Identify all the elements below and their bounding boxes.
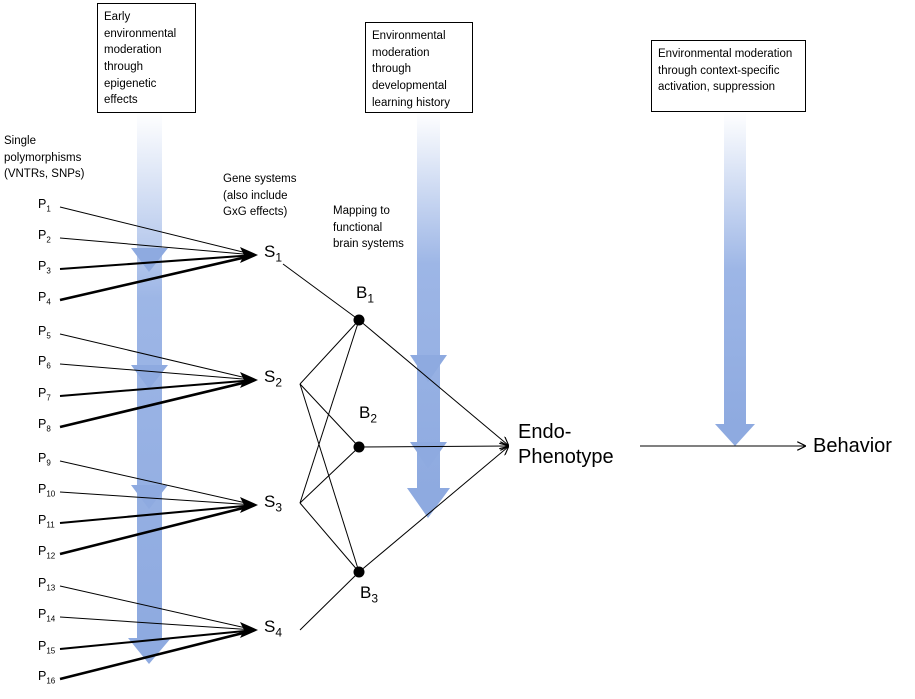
developmental-arrow [407,112,450,518]
single-polymorphisms-line-3: (VNTRs, SNPs) [4,168,85,181]
polymorphism-label-2: P2 [38,228,51,245]
gene-system-label-1: S1 [264,242,283,265]
polymorphism-label-5: P5 [38,324,51,341]
polymorphism-label-3: P3 [38,259,51,276]
developmental-box: Environmental moderation through develop… [365,22,473,113]
polymorphism-label-4: P4 [38,290,51,307]
polymorphism-label-16: P16 [38,669,56,686]
brain-node-1 [353,314,365,326]
single-polymorphisms-label: Single polymorphisms (VNTRs, SNPs) [4,133,85,183]
brain-system-label-2: B2 [359,403,378,426]
polymorphism-label-8: P8 [38,417,51,434]
context-box: Environmental moderation through context… [651,40,806,112]
mapping-line-1: Mapping to [333,205,390,217]
polymorphism-label-7: P7 [38,386,51,403]
mapping-line-2: functional [333,221,383,234]
mapping-label: Mapping to functional brain systems [333,203,404,253]
gene-systems-line-1: Gene systems [223,173,297,185]
polymorphism-label-1: P1 [38,197,51,214]
gene-system-label-2: S2 [264,367,283,390]
epigenetic-arrow [128,112,171,664]
endophenotype-line-1: Endo- [518,421,572,443]
polymorphism-label-14: P14 [38,607,56,624]
gene-systems-line-2: (also include [223,189,288,202]
gene-system-label-3: S3 [264,492,283,515]
brain-endophenotype-links [358,319,508,573]
brain-system-label-1: B1 [356,283,375,306]
polymorphism-label-15: P15 [38,639,56,656]
brain-node-3 [353,566,365,578]
brain-system-label-3: B3 [360,583,379,606]
mapping-line-3: brain systems [333,238,404,251]
behavior-label: Behavior [813,435,892,457]
gene-systems-line-3: GxG effects) [223,206,288,219]
polymorphism-label-6: P6 [38,354,51,371]
brain-node-2 [353,441,365,453]
polymorphism-label-12: P12 [38,544,56,561]
polymorphism-label-10: P10 [38,482,56,499]
gene-brain-links [282,263,360,631]
polymorphism-links [59,206,256,681]
single-polymorphisms-line-2: polymorphisms [4,151,82,164]
epigenetic-box: Early environmental moderation through e… [97,3,196,113]
gene-system-label-4: S4 [264,617,283,640]
gene-systems-label: Gene systems (also include GxG effects) [223,171,297,221]
polymorphism-label-11: P11 [38,513,55,530]
endophenotype-label: Endo- Phenotype [518,420,614,470]
gene-system-arrowheads [240,247,258,638]
single-polymorphisms-line-1: Single [4,135,36,147]
context-arrow [715,112,755,446]
polymorphism-label-9: P9 [38,451,51,468]
polymorphism-label-13: P13 [38,576,56,593]
endophenotype-line-2: Phenotype [518,446,614,468]
